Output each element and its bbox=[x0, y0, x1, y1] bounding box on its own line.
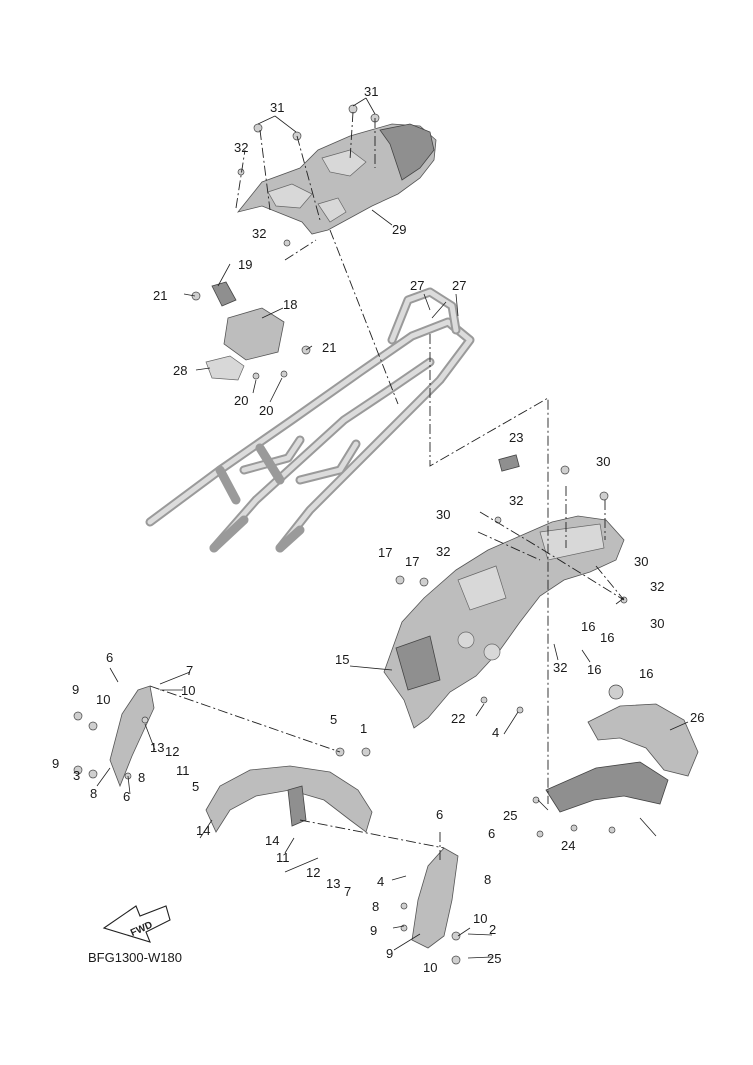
callout-32-c: 32 bbox=[509, 493, 523, 508]
callout-8-b: 6 bbox=[123, 789, 130, 804]
callout-7-b: 6 bbox=[436, 807, 443, 822]
callout-32-b: 32 bbox=[252, 226, 266, 241]
callout-17-a: 17 bbox=[378, 545, 392, 560]
assembly-lines bbox=[149, 111, 625, 862]
plate-23-part bbox=[498, 454, 520, 472]
callout-10-c: 2 bbox=[489, 922, 496, 937]
callout-8-d: 9 bbox=[370, 923, 377, 938]
seat-cowl-part bbox=[236, 104, 437, 247]
callout-27-b: 27 bbox=[452, 278, 466, 293]
callout-21-a: 21 bbox=[153, 288, 167, 303]
callout-16-a: 16 bbox=[581, 619, 595, 634]
callout-25-b: 24 bbox=[561, 838, 575, 853]
leader-lines bbox=[96, 97, 689, 959]
callout-17-c: 22 bbox=[451, 711, 465, 726]
callout-6-c: 6 bbox=[488, 826, 495, 841]
callout-3: 8 bbox=[90, 786, 97, 801]
callout-32-d: 32 bbox=[436, 544, 450, 559]
fork-guard-right-part bbox=[400, 847, 461, 965]
callout-13-b: 7 bbox=[344, 884, 351, 899]
diagram-ref: BFG1300-W180 bbox=[88, 950, 182, 965]
callout-25-a: 25 bbox=[503, 808, 517, 823]
callout-4-b: 8 bbox=[484, 872, 491, 887]
callout-10-a: 9 bbox=[72, 682, 79, 697]
callout-1: 14 bbox=[196, 823, 210, 838]
callout-32-a: 32 bbox=[234, 140, 248, 155]
callout-12-a: 11 bbox=[176, 763, 190, 778]
callout-5-b: 1 bbox=[360, 721, 367, 736]
callout-8-a: 8 bbox=[138, 770, 145, 785]
callout-26: 16 bbox=[639, 666, 653, 681]
rear-fender-part bbox=[383, 465, 628, 729]
callout-6-a: 7 bbox=[186, 663, 193, 678]
callout-8-c: 8 bbox=[372, 899, 379, 914]
callout-29: 29 bbox=[392, 222, 406, 237]
callout-16-c: 32 bbox=[553, 660, 567, 675]
rear-frame-part bbox=[145, 287, 475, 553]
battery-box-part bbox=[191, 281, 311, 381]
license-bracket-part bbox=[532, 684, 699, 838]
callout-14-a: 14 bbox=[265, 833, 279, 848]
callout-13-a: 12 bbox=[165, 744, 179, 759]
callout-19: 19 bbox=[238, 257, 252, 272]
callout-9-b: 3 bbox=[73, 768, 80, 783]
callout-32-f: 30 bbox=[650, 616, 664, 631]
callout-23: 23 bbox=[509, 430, 523, 445]
callout-5-a: 5 bbox=[330, 712, 337, 727]
callout-4-a: 6 bbox=[106, 650, 113, 665]
callout-9-d: 10 bbox=[423, 960, 437, 975]
callout-27-a: 27 bbox=[410, 278, 424, 293]
callout-11-a: 5 bbox=[192, 779, 199, 794]
callout-15: 15 bbox=[335, 652, 349, 667]
callout-7-a: 10 bbox=[181, 683, 195, 698]
callout-17-d: 4 bbox=[492, 725, 499, 740]
callout-6-b: 13 bbox=[150, 740, 164, 755]
callout-16-d: 16 bbox=[587, 662, 601, 677]
callout-6-d: 4 bbox=[377, 874, 384, 889]
callout-14-b: 11 bbox=[276, 850, 290, 865]
callout-30-c: 32 bbox=[650, 579, 664, 594]
callout-16-b: 16 bbox=[600, 630, 614, 645]
callout-21-b: 21 bbox=[322, 340, 336, 355]
callout-18: 18 bbox=[283, 297, 297, 312]
callout-28: 28 bbox=[173, 363, 187, 378]
callout-20-a: 20 bbox=[234, 393, 248, 408]
callout-30-b: 30 bbox=[436, 507, 450, 522]
callout-32-e: 30 bbox=[634, 554, 648, 569]
front-fender-part bbox=[205, 747, 373, 833]
callout-31-a: 31 bbox=[270, 100, 284, 115]
callout-10-d: 25 bbox=[487, 951, 501, 966]
callout-9-a: 10 bbox=[96, 692, 110, 707]
fwd-arrow-icon: FWD bbox=[102, 905, 171, 943]
callout-numbers: 31 31 32 32 29 19 21 18 21 28 20 20 27 2… bbox=[52, 84, 704, 975]
callout-9-c: 10 bbox=[473, 911, 487, 926]
callout-12-b: 13 bbox=[326, 876, 340, 891]
callout-20-b: 20 bbox=[259, 403, 273, 418]
callout-30-a: 30 bbox=[596, 454, 610, 469]
callout-10-b: 9 bbox=[52, 756, 59, 771]
callout-17-b: 17 bbox=[405, 554, 419, 569]
callout-31-b: 31 bbox=[364, 84, 378, 99]
callout-22: 26 bbox=[690, 710, 704, 725]
callout-11-b: 12 bbox=[306, 865, 320, 880]
fork-guard-left-part bbox=[73, 685, 155, 788]
callout-2: 9 bbox=[386, 946, 393, 961]
